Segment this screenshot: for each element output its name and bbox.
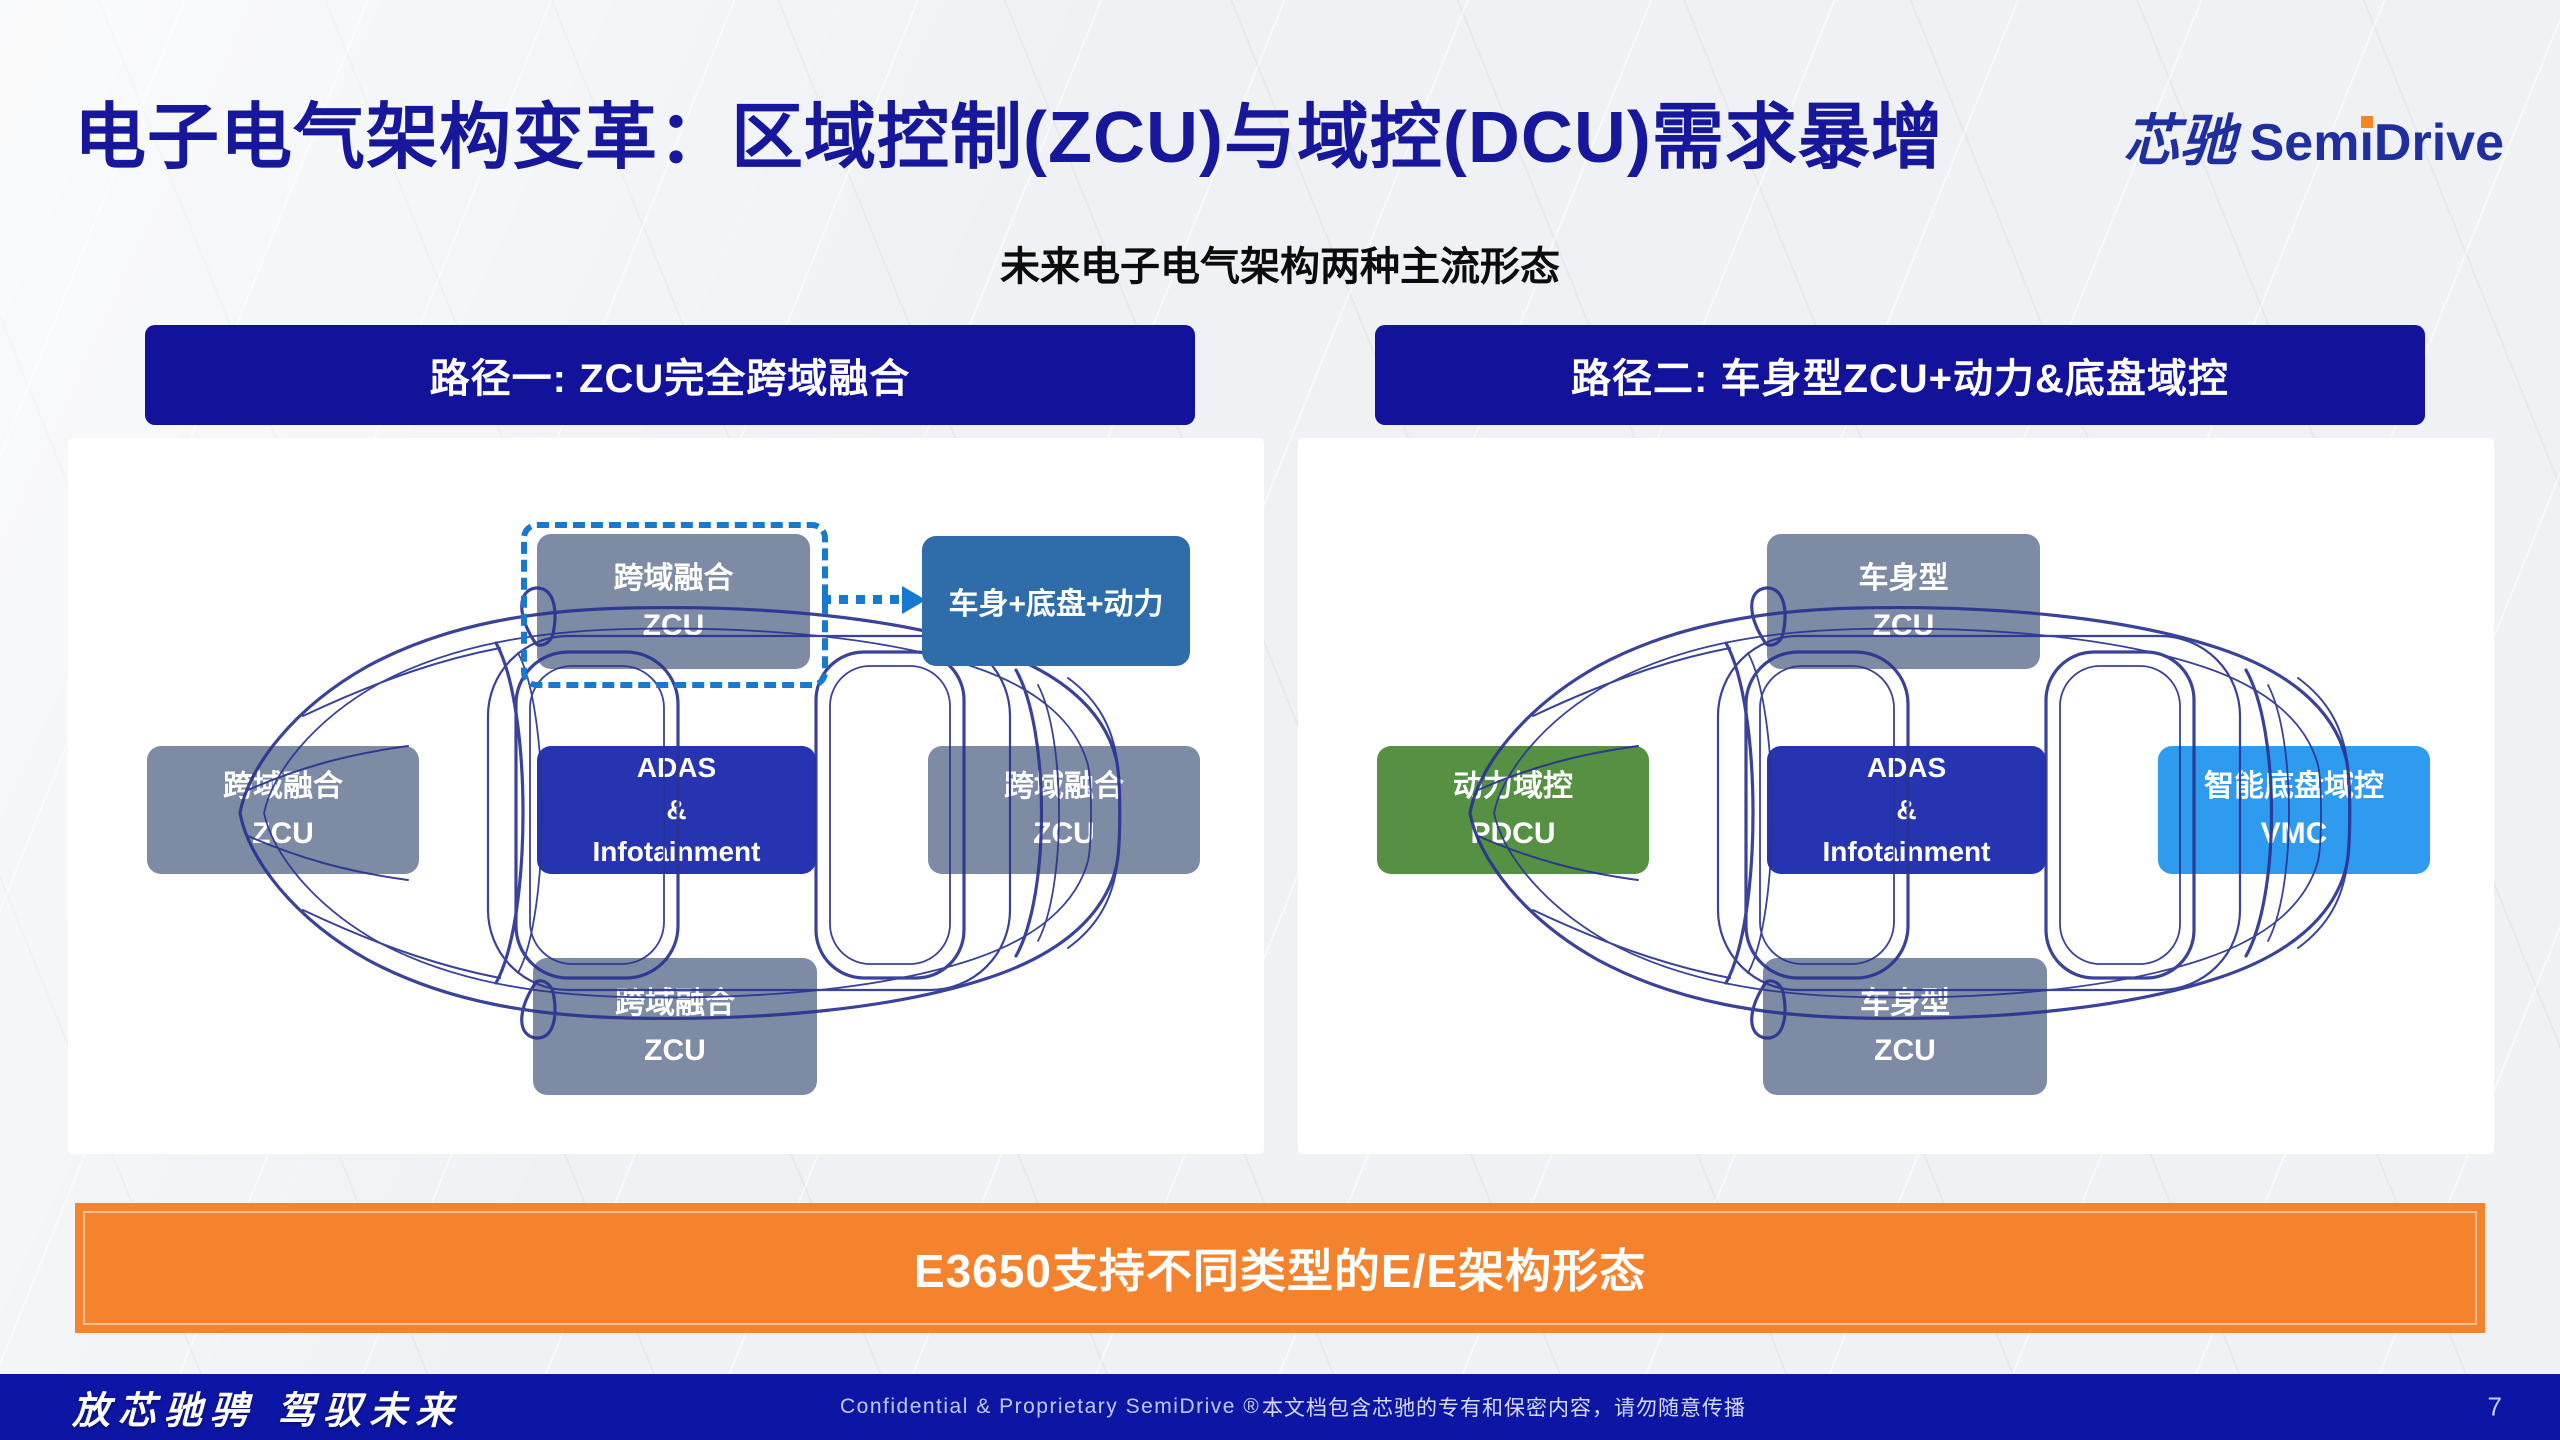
footer-bar: 放芯驰骋 驾驭未来 Confidential & Proprietary Sem… [0,1374,2560,1440]
slide-title: 电子电气架构变革：区域控制(ZCU)与域控(DCU)需求暴增 [74,98,1944,178]
path1-header: 路径一: ZCU完全跨域融合 [145,325,1195,425]
box-label: ADAS [1866,752,1947,783]
box-label: ZCU [1033,817,1095,850]
box-label: 动力域控 [1453,770,1573,803]
box-label: Infotainment [1822,836,1991,867]
box-label: ZCU [1874,1033,1936,1067]
banner-text: E3650支持不同类型的E/E架构形态 [913,1245,1647,1297]
path2-header: 路径二: 车身型ZCU+动力&底盘域控 [1375,325,2425,425]
zcu-dashed-highlight [521,522,828,688]
path1-adas-infotainment-box: ADAS & Infotainment [537,746,816,874]
box-label: ZCU [252,817,314,850]
path2-pdcu-box: 动力域控 PDCU [1377,746,1649,874]
footer-confidential-text: Confidential & Proprietary SemiDrive ® [840,1395,1261,1418]
box-label: & [666,794,687,825]
page-number: 7 [2487,1391,2502,1422]
path2-vmc-box: 智能底盘域控 VMC [2158,746,2430,874]
fusion-arrow [822,595,904,604]
path1-left-zcu-box: 跨域融合 ZCU [147,746,419,874]
logo-cn-text: 芯驰 [2123,108,2236,174]
path2-panel: 车身型 ZCU 动力域控 PDCU ADAS & Infotainment 智能… [1298,438,2494,1154]
logo-en-post: Drive [2373,114,2504,172]
footer-slogan: 放芯驰骋 驾驭未来 [72,1387,462,1433]
box-label: ZCU [1872,608,1935,642]
path1-right-zcu-box: 跨域融合 ZCU [928,746,1200,874]
box-label: 车身型 [1860,986,1950,1020]
path2-top-zcu-box: 车身型 ZCU [1767,534,2040,669]
box-label: 跨域融合 [615,986,735,1020]
semidrive-logo: 芯驰 SemiDrive [2124,96,2504,177]
box-label: & [1896,794,1917,825]
path2-bottom-zcu-box: 车身型 ZCU [1763,958,2047,1095]
box-label: Infotainment [592,836,761,867]
box-label: 跨域融合 [1004,770,1124,803]
path1-fusion-callout-box: 车身+底盘+动力 [922,536,1190,666]
box-label: ZCU [644,1033,706,1067]
box-label: ADAS [636,752,717,783]
path2-adas-infotainment-box: ADAS & Infotainment [1767,746,2046,874]
e3650-banner: E3650支持不同类型的E/E架构形态 [75,1203,2485,1333]
slide-subtitle: 未来电子电气架构两种主流形态 [1000,245,1560,289]
box-label: 智能底盘域控 [2204,770,2384,803]
logo-en-text: SemiDrive [2250,113,2504,173]
box-label: PDCU [1470,817,1556,850]
logo-en-pre: Sem [2249,114,2360,172]
box-label: 跨域融合 [223,770,343,803]
box-label: VMC [2260,817,2328,850]
footer-notice-text: 本文档包含芯驰的专有和保密内容，请勿随意传播 [1262,1397,1746,1420]
path1-panel: 跨域融合 ZCU 跨域融合 ZCU ADAS & Infotainment 跨域… [68,438,1264,1154]
box-label: 车身型 [1858,561,1949,595]
logo-orange-dot-i: i [2359,114,2374,172]
path1-bottom-zcu-box: 跨域融合 ZCU [533,958,817,1095]
